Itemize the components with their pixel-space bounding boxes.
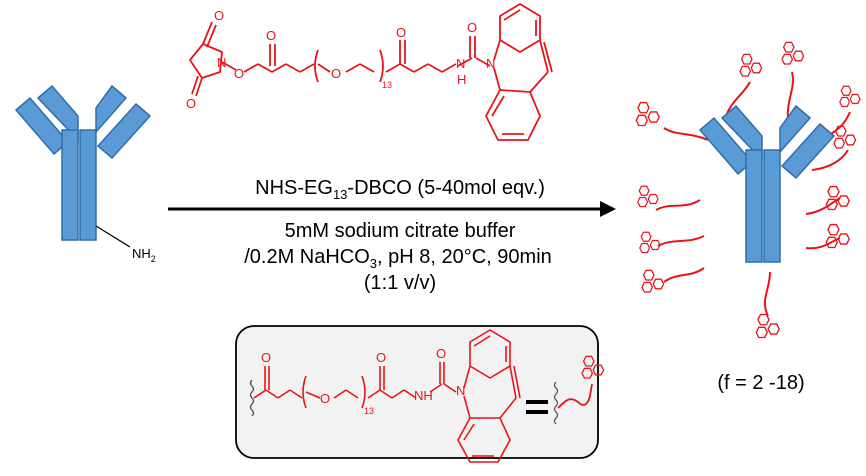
linker-legend-box <box>235 325 599 459</box>
svg-text:O: O <box>186 96 196 111</box>
svg-text:N: N <box>456 383 465 398</box>
reaction-arrow <box>168 201 616 217</box>
svg-text:O: O <box>376 350 386 365</box>
product-functionality-label: (f = 2 -18) <box>717 372 805 394</box>
svg-text:O: O <box>436 346 446 361</box>
svg-text:O: O <box>266 28 276 43</box>
svg-text:N: N <box>217 55 226 70</box>
condition-ratio: (1:1 v/v) <box>363 272 437 294</box>
antibody-modified <box>635 41 861 339</box>
svg-text:13: 13 <box>382 80 392 90</box>
svg-text:O: O <box>214 8 224 23</box>
linker-legend-structure <box>249 329 521 463</box>
condition-buffer: 5mM sodium citrate buffer <box>284 220 516 242</box>
nhs-eg13-dbco-structure <box>189 3 553 141</box>
linker-abbreviation <box>553 355 605 425</box>
equals-sign <box>526 400 548 414</box>
antibody-unmodified <box>14 84 152 241</box>
svg-text:O: O <box>261 350 271 365</box>
amine-label: NH2 <box>132 246 156 264</box>
svg-text:H: H <box>457 72 466 87</box>
reagent-atom-labels: O O N O O O 13 O N H O N <box>186 8 495 111</box>
reagent-name: NHS-EG13-DBCO (5-40mol eqv.) <box>255 177 545 202</box>
svg-text:O: O <box>331 66 341 81</box>
svg-text:13: 13 <box>364 406 374 416</box>
amine-bond <box>95 225 131 248</box>
svg-text:O: O <box>467 20 477 35</box>
svg-text:O: O <box>320 391 330 406</box>
svg-text:NH: NH <box>414 388 433 403</box>
svg-text:O: O <box>396 25 406 40</box>
legend-atom-labels: O O 13 O NH O N <box>261 346 465 416</box>
svg-text:N: N <box>486 56 495 71</box>
svg-text:O: O <box>234 66 244 81</box>
svg-text:N: N <box>456 56 465 71</box>
condition-bicarbonate: /0.2M NaHCO3, pH 8, 20°C, 90min <box>244 246 552 271</box>
